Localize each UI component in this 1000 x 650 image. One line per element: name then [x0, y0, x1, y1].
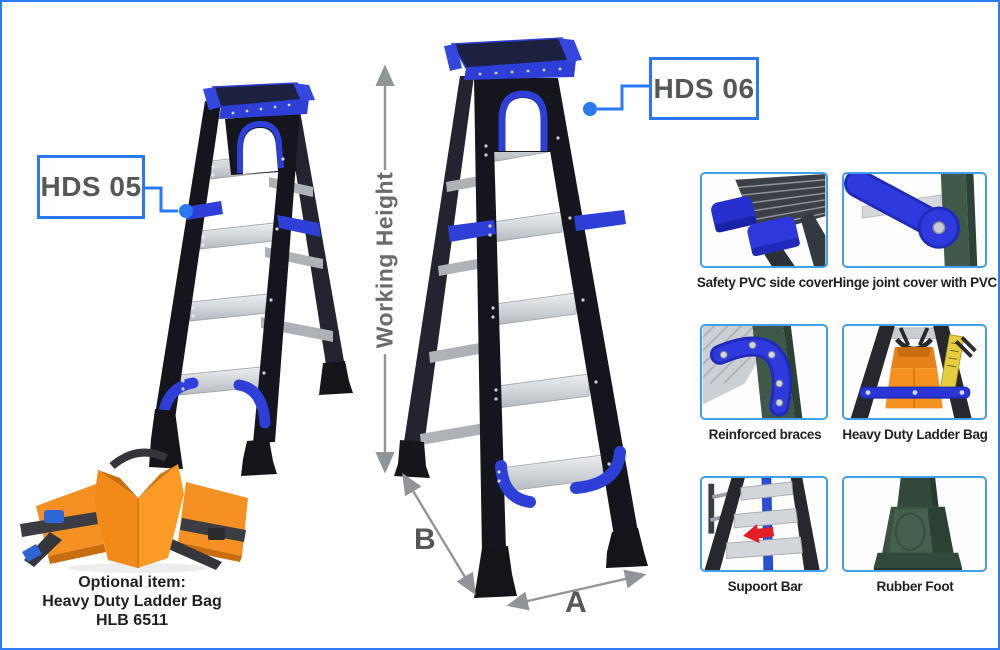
optional-item-block: Optional item: Heavy Duty Ladder Bag HLB… [20, 573, 244, 630]
support-bar-icon [704, 478, 820, 570]
dimension-a-label: A [565, 586, 587, 619]
reinforced-braces-icon [702, 326, 803, 418]
dimension-b-label: B [414, 523, 436, 556]
ladder-top-cap [203, 82, 315, 119]
feature-caption: Reinforced braces [708, 427, 822, 442]
hinge-joint-cover-icon [844, 174, 978, 266]
feature-caption: Rubber Foot [876, 579, 954, 594]
feature-caption: Supoort Bar [727, 579, 803, 594]
red-arrow-icon [743, 524, 775, 544]
optional-item-name: Heavy Duty Ladder Bag [42, 593, 222, 610]
model-name-hds06: HDS 06 [653, 72, 755, 104]
optional-item-title: Optional item: [78, 574, 186, 591]
working-height-label: Working Height [371, 171, 398, 349]
feature-thumb-support-bar [700, 476, 828, 572]
feature-caption: Hinge joint cover with PVC [833, 275, 997, 290]
ladder-hds05-photo [149, 82, 353, 476]
ladder-top-cap [444, 37, 582, 80]
heavy-duty-ladder-bag-icon [850, 326, 977, 418]
ladder-bag-photo [20, 448, 248, 573]
feature-thumb-hinge-joint [842, 172, 987, 268]
model-name-hds05: HDS 05 [40, 171, 142, 202]
model-callout-hds06: HDS 06 [649, 57, 759, 120]
ladder-hds06-photo [394, 37, 648, 598]
feature-thumb-safety-pvc [700, 172, 828, 268]
feature-caption: Heavy Duty Ladder Bag [842, 427, 988, 442]
safety-pvc-side-cover-icon [711, 174, 826, 266]
ladder-rubber-feet [474, 528, 648, 598]
feature-thumb-reinforced-braces [700, 324, 828, 420]
feature-thumb-ladder-bag [842, 324, 987, 420]
rubber-foot-icon [873, 478, 962, 570]
model-callout-hds05: HDS 05 [37, 155, 145, 219]
optional-item-model: HLB 6511 [95, 612, 169, 629]
feature-caption: Safety PVC side cover [696, 275, 834, 290]
feature-thumb-rubber-foot [842, 476, 987, 572]
